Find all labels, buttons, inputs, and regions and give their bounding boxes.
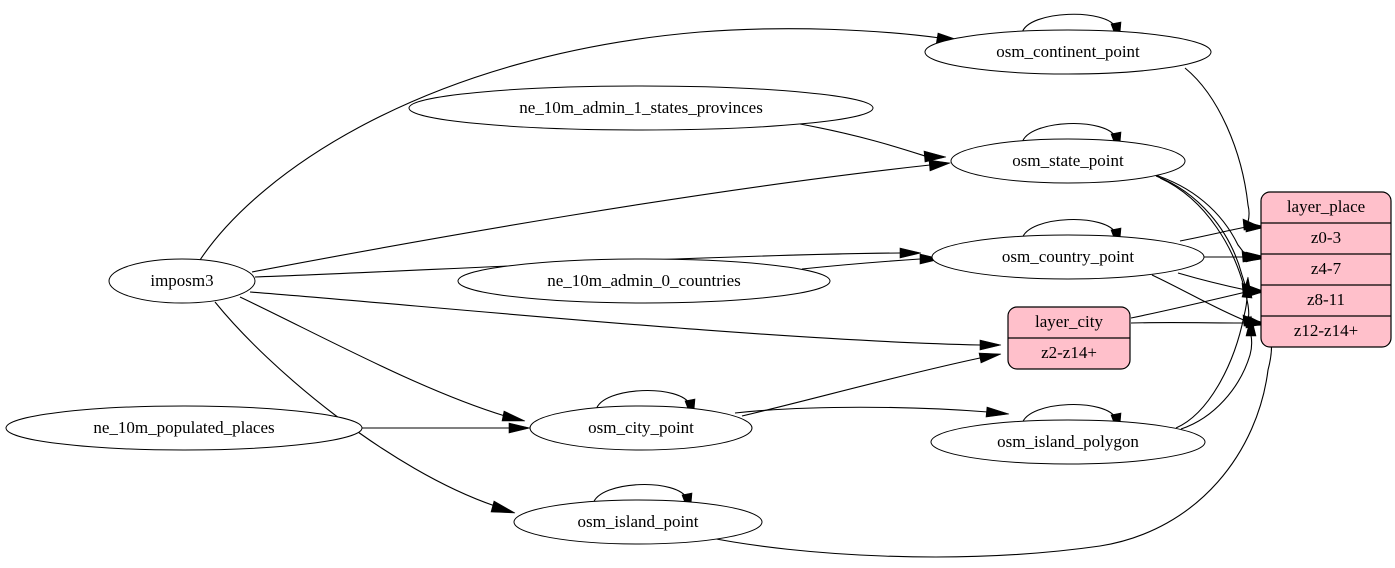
edge-osm-country-point-to-layer-place-z0-3 <box>1179 221 1267 242</box>
edge-imposm3-to-layer-city <box>249 291 1002 351</box>
edge-ne-countries-to-osm-country-point <box>801 253 942 270</box>
node-ne-10m-populated-places[interactable]: ne_10m_populated_places <box>5 405 363 451</box>
node-layer-place[interactable]: layer_place z0-3 z4-7 z8-11 z12-z14+ <box>1260 191 1392 348</box>
edge-ne-states-to-osm-state-point <box>799 123 947 163</box>
node-ne-10m-admin-1-states-provinces[interactable]: ne_10m_admin_1_states_provinces <box>408 85 874 131</box>
edge-ne-populated-to-osm-city-point <box>362 422 531 434</box>
layer-city-row-z2-z14[interactable]: z2-z14+ <box>1041 343 1097 362</box>
node-imposm3[interactable]: imposm3 <box>108 258 256 304</box>
node-label-osm-state-point: osm_state_point <box>1012 151 1124 170</box>
layer-place-row-z4-7[interactable]: z4-7 <box>1311 259 1342 278</box>
node-label-osm-island-polygon: osm_island_polygon <box>997 432 1139 451</box>
edge-layer-city-to-layer-place-z12-z14 <box>1130 317 1267 329</box>
edge-imposm3-to-osm-state-point <box>251 159 952 273</box>
node-layer-city[interactable]: layer_city z2-z14+ <box>1007 306 1131 370</box>
node-label-osm-country-point: osm_country_point <box>1002 247 1134 266</box>
layer-place-row-z12-z14[interactable]: z12-z14+ <box>1294 321 1358 340</box>
node-osm-island-polygon[interactable]: osm_island_polygon <box>930 419 1206 465</box>
edge-osm-city-point-to-osm-island-polygon <box>734 406 1010 418</box>
node-osm-continent-point[interactable]: osm_continent_point <box>924 29 1212 75</box>
layer-place-row-z0-3[interactable]: z0-3 <box>1311 228 1341 247</box>
edge-imposm3-to-osm-island-point <box>214 301 516 514</box>
node-label-ne-populated: ne_10m_populated_places <box>93 418 274 437</box>
edge-osm-city-point-to-layer-city <box>741 352 1002 417</box>
node-osm-country-point[interactable]: osm_country_point <box>931 234 1205 280</box>
edge-osm-island-polygon-to-layer-place-z12-z14 <box>1180 315 1257 430</box>
layer-city-title: layer_city <box>1035 312 1103 331</box>
edge-layer <box>199 13 1277 558</box>
node-label-osm-island-point: osm_island_point <box>578 512 699 531</box>
layer-place-row-z8-11[interactable]: z8-11 <box>1307 290 1345 309</box>
node-ne-10m-admin-0-countries[interactable]: ne_10m_admin_0_countries <box>457 258 831 304</box>
node-label-ne-states: ne_10m_admin_1_states_provinces <box>519 98 763 117</box>
node-osm-island-point[interactable]: osm_island_point <box>513 499 763 545</box>
edge-osm-country-point-to-layer-place-z4-7 <box>1203 251 1267 263</box>
layer-place-title: layer_place <box>1287 197 1365 216</box>
node-label-osm-city-point: osm_city_point <box>588 418 694 437</box>
node-layer: imposm3 ne_10m_admin_1_states_provinces … <box>5 29 1392 545</box>
edge-imposm3-to-osm-city-point <box>239 296 526 422</box>
node-label-osm-continent-point: osm_continent_point <box>996 42 1140 61</box>
edge-osm-island-polygon-to-layer-place-z8-11 <box>1175 276 1253 429</box>
node-osm-state-point[interactable]: osm_state_point <box>950 138 1186 184</box>
node-label-imposm3: imposm3 <box>150 271 213 290</box>
edge-osm-continent-point-to-layer-place-z0-3 <box>1184 67 1265 231</box>
node-label-ne-countries: ne_10m_admin_0_countries <box>547 271 741 290</box>
edge-imposm3-to-osm-continent-point <box>199 28 960 261</box>
node-osm-city-point[interactable]: osm_city_point <box>529 405 753 451</box>
